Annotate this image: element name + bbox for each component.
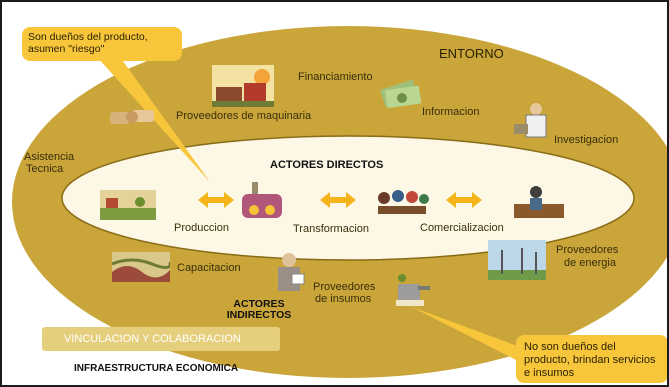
meeting-icon [378,190,429,214]
label-informacion: Informacion [422,106,480,118]
callout-bottom: No son dueños del producto, brindan serv… [516,335,667,383]
label-proveedores-maquinaria: Proveedores de maquinaria [176,110,312,122]
scientist-icon [514,103,547,138]
factory-icon [212,65,274,107]
bottom-title: INFRAESTRUCTURA ECONOMICA [74,363,239,374]
label-actores: ACTORES [233,298,285,310]
inner-title: ACTORES DIRECTOS [270,159,384,171]
label-financiamiento: Financiamiento [298,71,373,83]
bottom-bar-label: VINCULACION Y COLABORACION [64,333,241,345]
label-asistencia: Asistencia [24,151,75,163]
arrow-2 [320,192,356,208]
label-capacitacion: Capacitacion [177,262,241,274]
processing-icon [242,182,282,218]
market-icon [514,186,564,218]
step-produccion: Produccion [174,222,230,234]
watering-can-icon [396,274,430,306]
label-investigacion: Investigacion [554,134,619,146]
callout-bottom-pointer [412,307,520,362]
label-proveedores-insumos-2: de insumos [315,293,372,305]
label-proveedores-energia-2: de energia [564,257,616,269]
teacher-icon [278,253,305,291]
arrow-1 [198,192,234,208]
label-proveedores-energia-1: Proveedores [556,244,619,256]
farm-icon [100,190,156,220]
step-comercializacion: Comercializacion [420,222,504,234]
step-transformacion: Transformacion [293,223,370,235]
wind-turbine-icon [488,240,546,280]
bottom-band [42,327,280,351]
label-indirectos: INDIRECTOS [226,309,292,321]
handshake-icon [110,110,154,124]
label-proveedores-insumos-1: Proveedores [313,281,376,293]
callout-top: Son dueños del producto, asumen "riesgo" [22,27,182,61]
money-icon [380,79,422,109]
outer-title: ENTORNO [439,46,504,61]
label-tecnica: Tecnica [26,163,64,175]
arrow-3 [446,192,482,208]
farmland-icon [112,252,170,282]
